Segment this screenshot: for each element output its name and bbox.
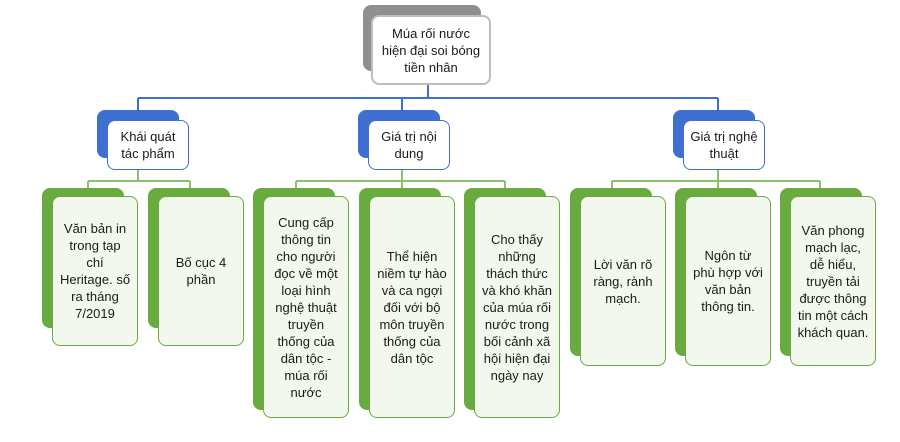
leaf-label: Văn phong mạch lạc, dễ hiểu, truyền tải …	[790, 196, 876, 366]
leaf-label: Thể hiện niềm tự hào và ca ngợi đối với …	[369, 196, 455, 418]
leaf-label: Bố cục 4 phần	[158, 196, 244, 346]
root-label: Múa rối nước hiện đại soi bóng tiền nhân	[371, 15, 491, 85]
branch-label: Giá trị nội dung	[368, 120, 450, 170]
leaf-label: Cung cấp thông tin cho người đọc về một …	[263, 196, 349, 418]
leaf-label: Văn bản in trong tạp chí Heritage. số ra…	[52, 196, 138, 346]
leaf-label: Lời văn rõ ràng, rành mạch.	[580, 196, 666, 366]
branch-label: Khái quát tác phẩm	[107, 120, 189, 170]
leaf-label: Cho thấy những thách thức và khó khăn củ…	[474, 196, 560, 418]
branch-label: Giá trị nghệ thuật	[683, 120, 765, 170]
leaf-label: Ngôn từ phù hợp với văn bản thông tin.	[685, 196, 771, 366]
